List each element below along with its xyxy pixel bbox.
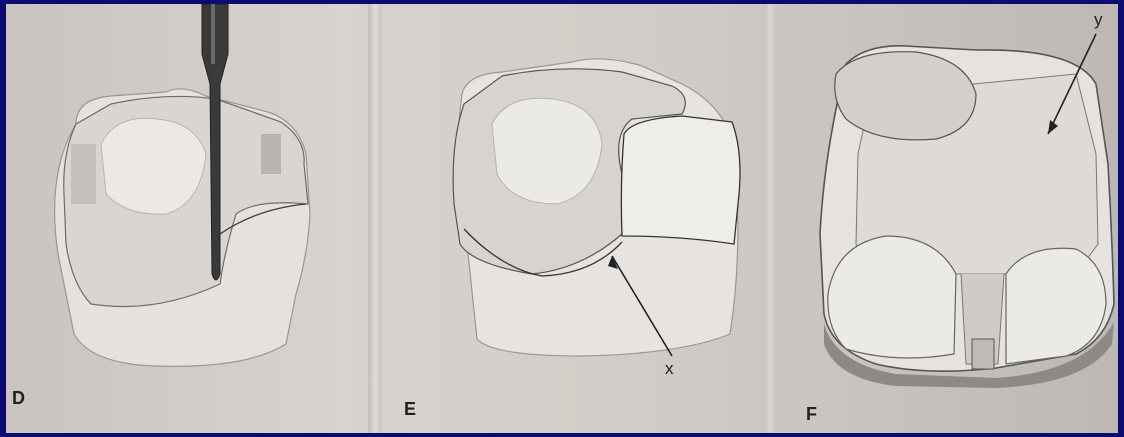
buccal-cusp-left-f (828, 236, 956, 358)
page-fold-1 (368, 4, 382, 433)
mesial-cusp-f (835, 52, 976, 140)
panel-f: y F (776, 4, 1118, 433)
panel-label-d: D (12, 388, 25, 409)
proximal-box-e (621, 116, 740, 244)
panel-label-e: E (404, 399, 416, 420)
textbook-photo: D x E (6, 4, 1118, 433)
panel-f-illustration (776, 4, 1118, 433)
panel-e-illustration (382, 4, 772, 433)
buccal-cusp-right-f (1006, 248, 1106, 364)
callout-x: x (665, 359, 674, 379)
panel-d: D (6, 4, 372, 433)
instrument-shaft-highlight (211, 4, 215, 64)
shade-d-2 (261, 134, 281, 174)
page-fold-2 (764, 4, 776, 433)
panel-e: x E (382, 4, 772, 433)
panel-d-illustration (6, 4, 372, 433)
shade-d-1 (71, 144, 96, 204)
callout-y: y (1094, 10, 1103, 30)
notch-f (972, 339, 994, 369)
panel-label-f: F (806, 404, 817, 425)
